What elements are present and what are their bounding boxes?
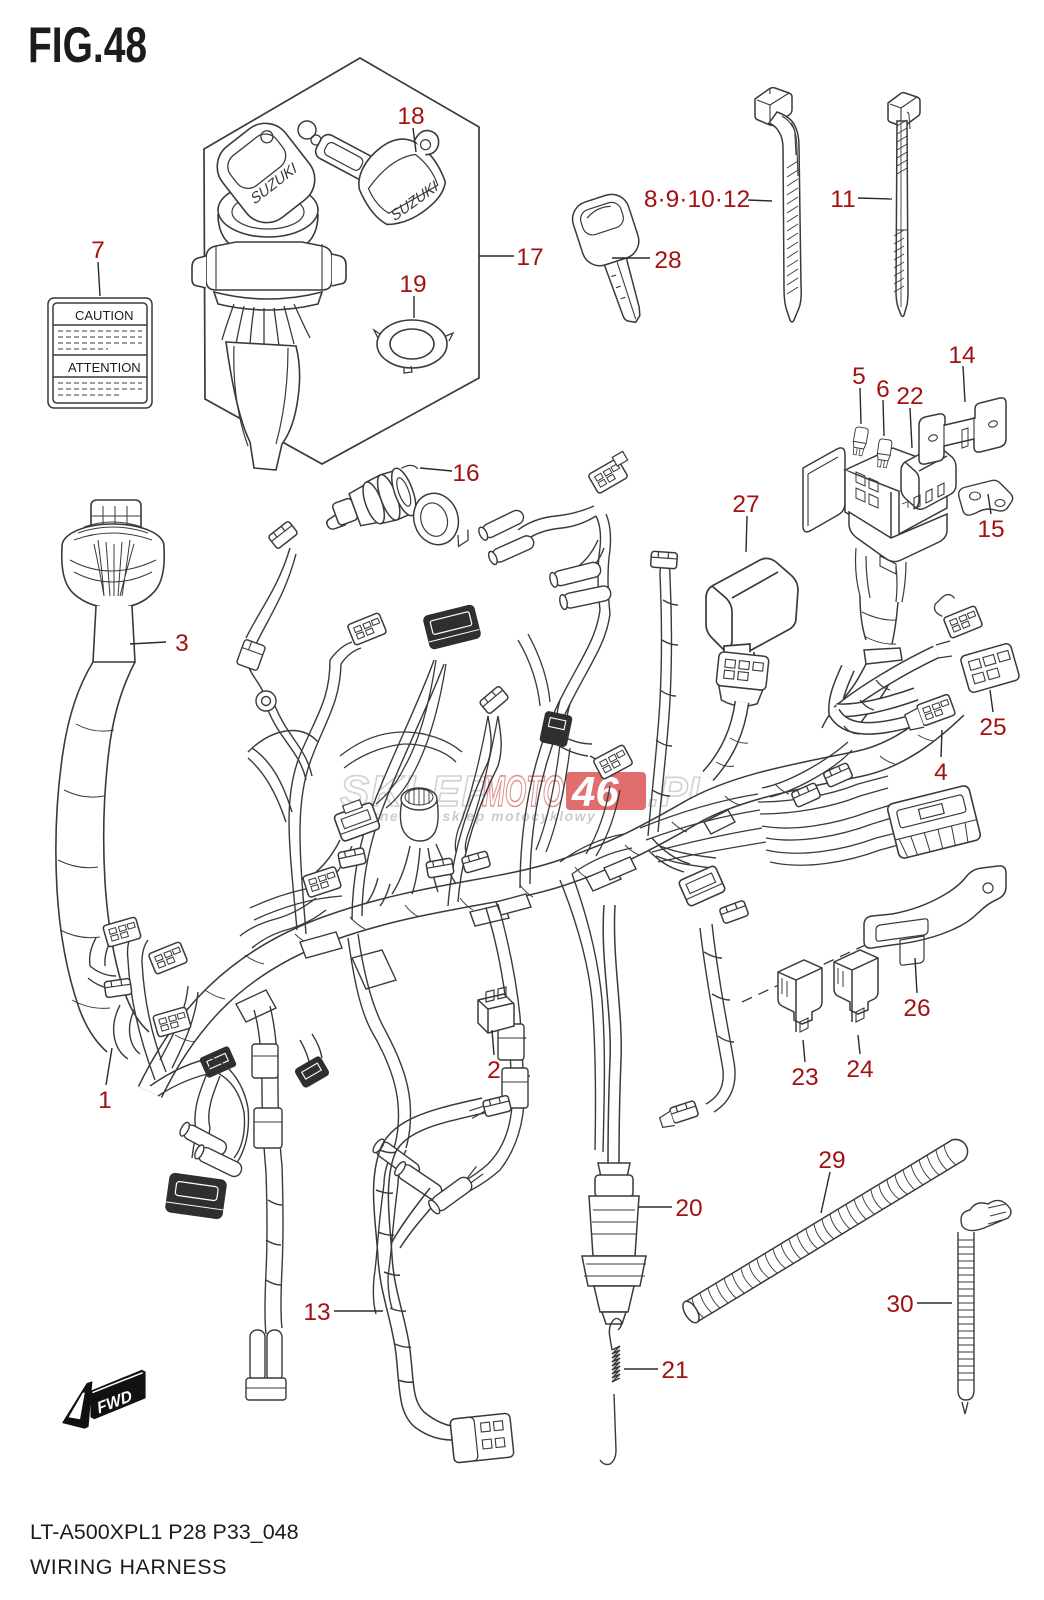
svg-text:ATTENTION: ATTENTION bbox=[68, 360, 141, 375]
svg-text:3: 3 bbox=[175, 630, 189, 657]
svg-text:MOTO: MOTO bbox=[482, 767, 564, 816]
svg-text:7: 7 bbox=[91, 237, 105, 264]
svg-text:23: 23 bbox=[791, 1064, 818, 1091]
svg-text:2: 2 bbox=[487, 1057, 501, 1084]
svg-text:15: 15 bbox=[977, 516, 1004, 543]
svg-text:24: 24 bbox=[846, 1056, 873, 1083]
svg-text:16: 16 bbox=[452, 460, 479, 487]
svg-text:25: 25 bbox=[979, 714, 1006, 741]
svg-text:11: 11 bbox=[830, 186, 855, 213]
svg-text:20: 20 bbox=[675, 1195, 702, 1222]
svg-text:26: 26 bbox=[903, 995, 930, 1022]
svg-text:17: 17 bbox=[516, 244, 543, 271]
svg-text:1: 1 bbox=[98, 1087, 112, 1114]
svg-text:4: 4 bbox=[934, 759, 948, 786]
svg-text:CAUTION: CAUTION bbox=[75, 308, 134, 323]
svg-text:28: 28 bbox=[654, 247, 681, 274]
svg-text:14: 14 bbox=[948, 342, 975, 369]
svg-text:27: 27 bbox=[732, 491, 759, 518]
svg-text:5: 5 bbox=[852, 363, 866, 390]
svg-text:6: 6 bbox=[876, 376, 890, 403]
svg-text:13: 13 bbox=[303, 1299, 330, 1326]
svg-text:8·9·10·12: 8·9·10·12 bbox=[644, 186, 750, 213]
svg-text:FIG.48: FIG.48 bbox=[28, 17, 147, 73]
svg-text:WIRING HARNESS: WIRING HARNESS bbox=[30, 1555, 227, 1579]
svg-text:18: 18 bbox=[397, 103, 424, 130]
svg-text:LT-A500XPL1 P28 P33_048: LT-A500XPL1 P28 P33_048 bbox=[30, 1520, 299, 1544]
svg-text:30: 30 bbox=[886, 1291, 913, 1318]
svg-text:21: 21 bbox=[661, 1357, 688, 1384]
svg-text:19: 19 bbox=[399, 271, 426, 298]
svg-text:29: 29 bbox=[818, 1147, 845, 1174]
svg-text:22: 22 bbox=[896, 383, 923, 410]
